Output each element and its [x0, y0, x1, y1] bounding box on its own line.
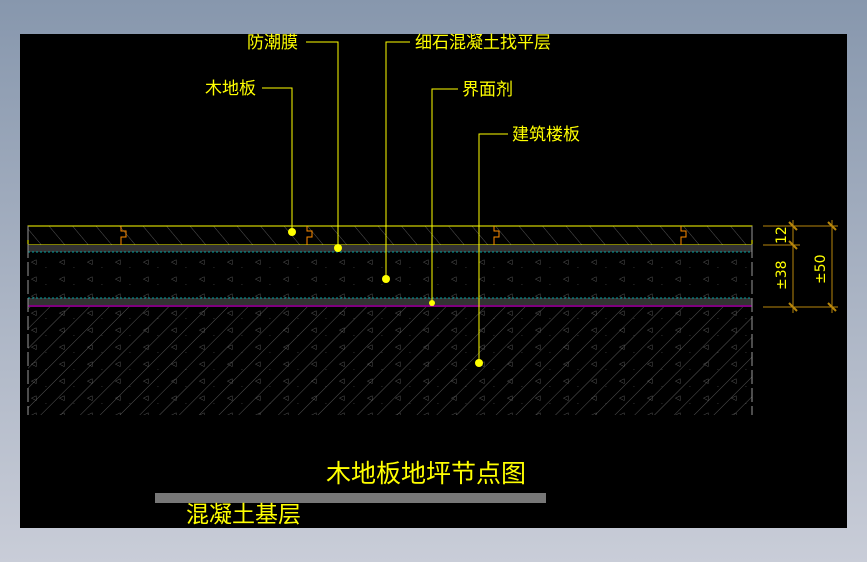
dimension-wood: 12 — [774, 226, 790, 244]
drawing-title: 木地板地坪节点图 — [326, 459, 526, 488]
label-wood-floor: 木地板 — [205, 79, 256, 99]
label-interface-agent: 界面剂 — [462, 80, 513, 100]
interface-layer — [28, 298, 752, 305]
drawing-subtitle: 混凝土基层 — [186, 502, 301, 528]
label-membrane: 防潮膜 — [247, 33, 298, 53]
membrane-layer — [28, 245, 752, 252]
screed-layer — [28, 253, 752, 298]
title-underline — [155, 493, 546, 503]
leader-dots — [288, 228, 483, 367]
dimension-total: ±50 — [813, 254, 829, 284]
label-slab: 建筑楼板 — [512, 125, 580, 145]
dimension-screed: ±38 — [774, 260, 790, 290]
leader-lines — [262, 41, 508, 363]
joint-marks — [120, 226, 687, 245]
dimension-lines — [763, 220, 838, 313]
wood-floor-layer — [27, 225, 753, 246]
label-screed: 细石混凝土找平层 — [415, 33, 551, 53]
